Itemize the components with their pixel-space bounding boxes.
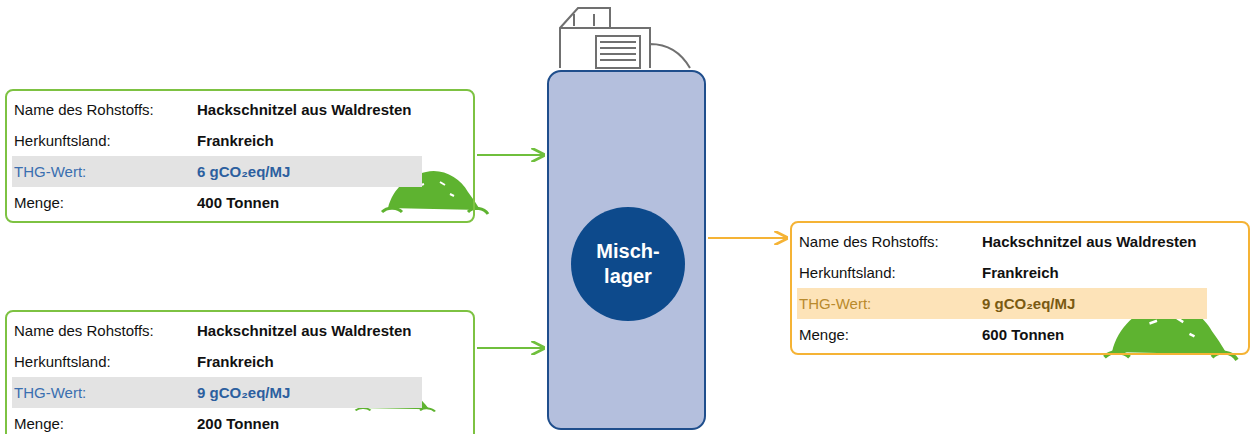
field-value: Hackschnitzel aus Waldresten [197, 94, 422, 125]
field-value: 9 gCO₂eq/MJ [982, 288, 1207, 319]
field-label: THG-Wert: [797, 288, 982, 319]
storage-tank: Misch- lager [547, 70, 706, 430]
storage-label-circle: Misch- lager [571, 207, 685, 321]
field-value: 600 Tonnen [982, 319, 1207, 350]
field-label: Name des Rohstoffs: [14, 315, 197, 346]
chip-pile [356, 171, 1238, 411]
field-value: 9 gCO₂eq/MJ [197, 377, 422, 408]
field-label: Herkunftsland: [14, 125, 197, 156]
field-value: Frankreich [197, 346, 422, 377]
field-value: 6 gCO₂eq/MJ [197, 156, 422, 187]
field-label: Herkunftsland: [14, 346, 197, 377]
field-value: Hackschnitzel aus Waldresten [982, 226, 1207, 257]
field-label: THG-Wert: [12, 156, 197, 187]
field-value: 400 Tonnen [197, 187, 422, 218]
field-label: Menge: [14, 408, 197, 434]
material-card: Name des Rohstoffs:Hackschnitzel aus Wal… [790, 221, 1250, 355]
node-label: Misch- lager [588, 239, 668, 289]
field-value: 200 Tonnen [197, 408, 422, 434]
field-label: Name des Rohstoffs: [799, 226, 982, 257]
flow-arrow [708, 237, 787, 239]
field-value: Hackschnitzel aus Waldresten [197, 315, 422, 346]
flow-arrow [477, 347, 544, 349]
field-label: Menge: [799, 319, 982, 350]
field-label: Name des Rohstoffs: [14, 94, 197, 125]
material-card: Name des Rohstoffs:Hackschnitzel aus Wal… [5, 89, 475, 223]
material-card: Name des Rohstoffs:Hackschnitzel aus Wal… [5, 310, 475, 434]
field-label: Herkunftsland: [799, 257, 982, 288]
field-value: Frankreich [982, 257, 1207, 288]
field-label: Menge: [14, 187, 197, 218]
field-label: THG-Wert: [12, 377, 197, 408]
field-value: Frankreich [197, 125, 422, 156]
flow-arrow [477, 154, 544, 156]
building-icon [560, 8, 690, 68]
